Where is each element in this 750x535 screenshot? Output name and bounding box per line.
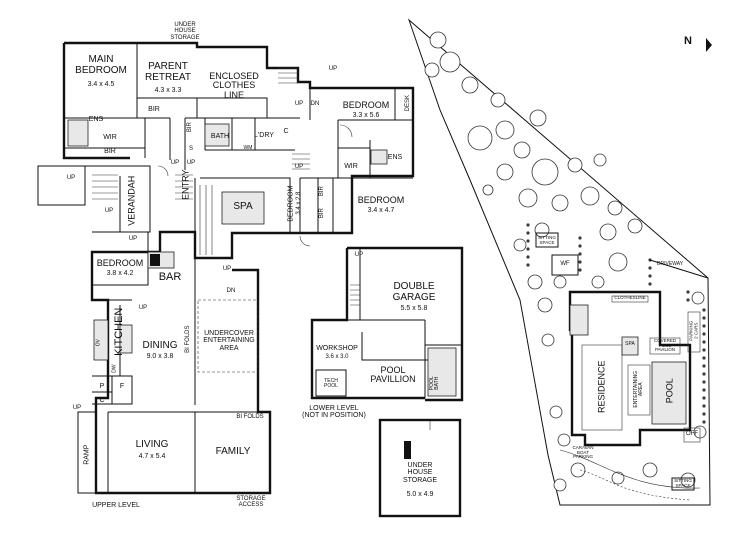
upper-level-plan <box>37 41 415 495</box>
under-house-storage-top-label: UNDER HOUSE STORAGE <box>170 22 200 41</box>
storage-access-label: STORAGE ACCESS <box>236 496 266 509</box>
spa-label: SPA <box>233 201 253 212</box>
parking-cars-label: PARKING 2 CARS <box>688 320 698 341</box>
pool-label: POOL <box>664 378 675 404</box>
double-garage-dim: 5.5 x 5.8 <box>400 305 428 312</box>
double-garage-label: DOUBLE GARAGE <box>392 281 436 303</box>
ramp-label: RAMP <box>83 444 91 465</box>
s-mark-label: S <box>188 146 193 152</box>
desk-label: DESK <box>404 94 411 112</box>
main-bedroom-label: MAIN BEDROOM <box>75 54 127 76</box>
up-arrow-label-4: UP <box>170 160 180 166</box>
tech-pool-label: TECH POOL <box>324 378 338 390</box>
up-arrow-label-7: UP <box>104 208 114 214</box>
hedge-dots <box>526 223 706 424</box>
driveway-label: DRIVEWAY <box>656 261 684 267</box>
verandah-label: VERANDAH <box>126 175 137 226</box>
bath-label: BATH <box>210 133 230 140</box>
bir-b1-label: BIR <box>318 186 325 197</box>
wir-bed-label: WIR <box>344 163 358 170</box>
kitchen-label: KITCHEN <box>113 307 126 356</box>
up-arrow-label-10: UP <box>138 305 148 311</box>
laundry-label: L'DRY <box>254 132 274 139</box>
bedroom-d-label: BEDROOM <box>96 258 144 268</box>
entertaining-area-label: ENTERTAINING AREA <box>632 370 644 408</box>
lower-level-plan <box>310 246 464 518</box>
up-arrow-label-8: UP <box>128 236 138 242</box>
wir-main-label: WIR <box>103 134 117 141</box>
under-house-storage-dim: 5.0 x 4.9 <box>406 491 434 498</box>
dn-arrow-label-1: DN <box>310 101 320 107</box>
bir-vertical-label: BIR <box>186 122 193 133</box>
pool-pavillion-label: POOL PAVILLION <box>370 365 416 385</box>
up-arrow-label-9: UP <box>222 266 232 272</box>
bir-retreat-label: BIR <box>148 106 160 113</box>
oven-label: OV <box>95 339 102 347</box>
up-arrow-label-6: UP <box>66 175 76 181</box>
lower-level-label: LOWER LEVEL (NOT IN POSITION) <box>302 405 366 420</box>
living-dim: 4.7 x 5.4 <box>138 453 166 460</box>
enclosed-clothes-line-label: ENCLOSED CLOTHES LINE <box>209 71 259 100</box>
c-ldry-label: C <box>283 128 289 135</box>
bar-label: BAR <box>158 271 182 283</box>
sitting-space-bottom-label: SITTING SPACE <box>674 478 692 488</box>
pantry-label: P <box>99 383 105 390</box>
sitting-space-top-label: SITTING SPACE <box>538 235 556 245</box>
dishwasher-label: DW <box>111 364 118 373</box>
bedroom-b-dim: 3.4 x 4.7 <box>367 207 395 214</box>
covered-pool-pavilion-label: COVERED POOL PAVILION <box>653 338 677 353</box>
parent-retreat-dim: 4.3 x 3.3 <box>154 87 182 94</box>
wm-label: WM <box>243 145 253 151</box>
bedroom-b-label: BEDROOM <box>357 195 405 205</box>
wf-label: WF <box>560 261 570 267</box>
trees <box>424 31 707 492</box>
up-arrow-label-11: UP <box>72 405 82 411</box>
dining-dim: 9.0 x 3.8 <box>146 353 174 360</box>
up-arrow-label-1: UP <box>328 66 338 72</box>
site-plan <box>407 18 712 506</box>
pool-bath-label: POOL BATH <box>428 376 440 391</box>
ens-bed-label: ENS <box>387 154 403 161</box>
dn-arrow-label-2: DN <box>226 288 236 294</box>
bedroom-c-dim: 3.4 x 2.8 <box>295 191 302 215</box>
bedroom-a-dim: 3.3 x 5.6 <box>352 112 380 119</box>
up-arrow-label-2: UP <box>294 101 304 107</box>
north-label: N <box>684 35 692 47</box>
dining-label: DINING <box>142 340 178 351</box>
bi-folds-horizontal-label: BI FOLDS <box>236 414 264 420</box>
up-arrow-label-12: UP <box>354 252 364 258</box>
ens-main-label: ENS <box>88 116 104 123</box>
bi-folds-vertical-label: BI FOLDS <box>184 325 191 353</box>
bir-b2-label: BIR <box>318 208 325 219</box>
off-label: OFF <box>686 431 698 437</box>
undercover-entertaining-label: UNDERCOVER ENTERTAINING AREA <box>203 330 255 352</box>
bedroom-d-dim: 3.8 x 4.2 <box>106 270 134 277</box>
fridge-label: F <box>119 383 125 390</box>
caravan-boat-parking-label: CARAVAN BOAT PARKING <box>572 445 594 460</box>
site-spa-label: SPA <box>625 341 635 347</box>
main-bedroom-dim: 3.4 x 4.5 <box>87 81 115 88</box>
bedroom-a-label: BEDROOM <box>342 100 390 110</box>
clothesline-label: CLOTHESLINE <box>614 295 646 300</box>
entry-label: ENTRY <box>180 169 191 200</box>
residence-label: RESIDENCE <box>596 360 607 413</box>
bedroom-c-label: BEDROOM <box>287 185 295 222</box>
family-label: FAMILY <box>215 446 251 457</box>
cupboard-label: C <box>99 397 105 404</box>
bir-main-label: BIR <box>104 148 116 155</box>
up-arrow-label-5: UP <box>186 160 196 166</box>
north-arrow-icon <box>706 38 712 52</box>
workshop-dim: 3.6 x 3.0 <box>325 354 349 360</box>
under-house-storage-label: UNDER HOUSE STORAGE <box>402 462 438 484</box>
living-label: LIVING <box>135 439 169 450</box>
parent-retreat-label: PARENT RETREAT <box>145 61 191 83</box>
upper-level-label: UPPER LEVEL <box>92 502 140 509</box>
up-arrow-label-3: UP <box>294 164 304 170</box>
workshop-label: WORKSHOP <box>316 345 358 352</box>
